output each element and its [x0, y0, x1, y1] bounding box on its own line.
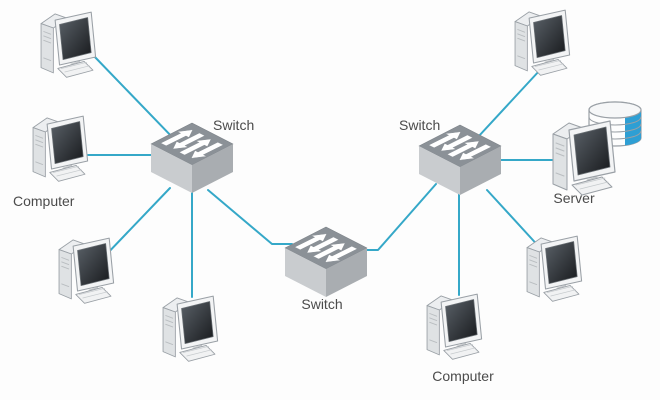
switch-center-label: Switch [301, 296, 342, 312]
computer-icon [162, 295, 219, 362]
server-label: Server [553, 190, 595, 206]
network-link [477, 69, 541, 138]
computer-icon [58, 237, 115, 304]
network-link [91, 53, 177, 142]
server-icon [552, 101, 642, 196]
switch-right-label: Switch [399, 117, 440, 133]
pc-mid-left-label: Computer [13, 193, 75, 209]
switch-left-label: Switch [213, 117, 254, 133]
pc-bottom-center-label: Computer [432, 368, 494, 384]
switch-icon [418, 124, 502, 195]
computer-icon [40, 11, 97, 78]
computer-icon [32, 115, 89, 182]
computer-icon [426, 293, 483, 360]
network-link [102, 187, 171, 259]
switch-icon [150, 122, 234, 193]
disk-stack-icon [588, 101, 642, 147]
computer-icon [514, 9, 571, 76]
network-link [361, 183, 437, 251]
network-link [207, 189, 293, 245]
network-link [486, 189, 543, 251]
switch-icon [284, 226, 368, 297]
computer-icon [526, 235, 583, 302]
